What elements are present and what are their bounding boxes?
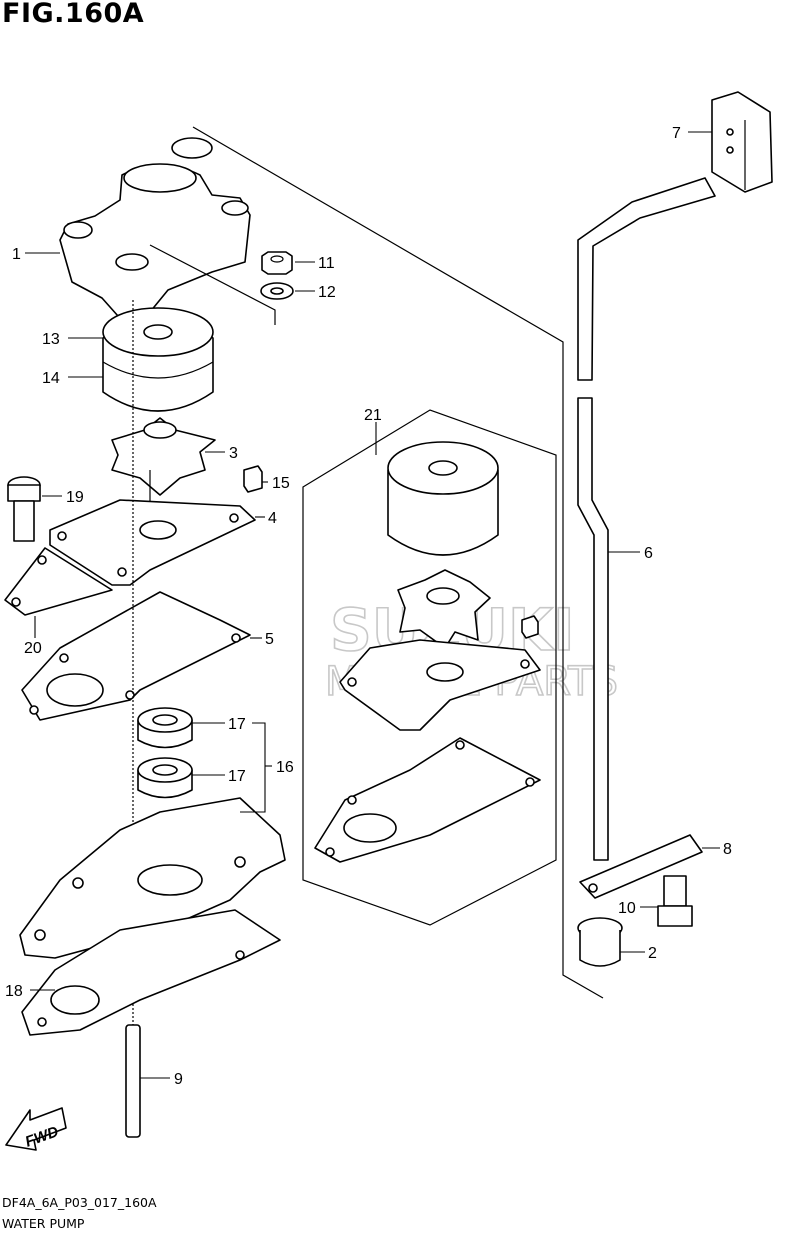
bolt-19[interactable] (7, 476, 41, 542)
callout-2: 2 (648, 945, 657, 962)
kit-liner[interactable] (387, 441, 499, 556)
callout-8: 8 (723, 841, 732, 858)
callout-6: 6 (644, 545, 653, 562)
stud-9[interactable] (125, 1024, 141, 1138)
grommet-7[interactable] (711, 91, 773, 193)
leader-lines (25, 131, 720, 1079)
kit-plate[interactable] (339, 639, 541, 731)
seal-17-lower[interactable] (137, 757, 193, 799)
callout-7: 7 (672, 125, 681, 142)
callout-4: 4 (268, 510, 277, 527)
callout-18: 18 (5, 983, 23, 1000)
callout-11: 11 (318, 255, 335, 272)
gasket-5[interactable] (21, 591, 251, 721)
callout-17b: 17 (228, 768, 246, 785)
nut-11[interactable] (261, 251, 293, 275)
gasket-20[interactable] (4, 547, 113, 616)
callout-10: 10 (618, 900, 636, 917)
kit-impeller[interactable] (397, 569, 491, 649)
callout-17a: 17 (228, 716, 246, 733)
callout-5: 5 (265, 631, 274, 648)
assembly-line-right (192, 126, 604, 999)
plate-4[interactable] (49, 499, 256, 586)
bolt-10[interactable] (657, 875, 693, 927)
kit-gasket[interactable] (314, 737, 541, 863)
callout-9: 9 (174, 1071, 183, 1088)
callout-15: 15 (272, 475, 290, 492)
impeller[interactable] (111, 417, 216, 505)
lower-case-16[interactable] (19, 797, 286, 959)
figure-title: FIG.160A (2, 0, 145, 29)
callout-13: 13 (42, 331, 60, 348)
diagram-code: DF4A_6A_P03_017_160A (2, 1195, 157, 1210)
clamp-8[interactable] (579, 834, 703, 899)
footer: DF4A_6A_P03_017_160A WATER PUMP (2, 1192, 157, 1234)
key-15[interactable] (243, 465, 263, 493)
callout-21: 21 (364, 407, 382, 424)
kit-key[interactable] (521, 615, 539, 639)
repair-kit-outline (302, 409, 557, 926)
gasket-18[interactable] (21, 909, 281, 1036)
seal-17-upper[interactable] (137, 707, 193, 749)
callout-1: 1 (12, 246, 21, 263)
callout-20: 20 (24, 640, 42, 657)
water-tube-6[interactable] (577, 177, 716, 861)
pump-case[interactable] (59, 137, 276, 325)
callout-16: 16 (276, 759, 294, 776)
callout-3: 3 (229, 445, 238, 462)
callout-numbers: 1 2 3 4 5 6 7 8 9 10 11 12 13 14 15 16 1… (5, 125, 732, 1088)
callout-12: 12 (318, 284, 336, 301)
callout-14: 14 (42, 370, 60, 387)
bushing-2[interactable] (577, 917, 623, 967)
diagram-name: WATER PUMP (2, 1216, 85, 1231)
callout-19: 19 (66, 489, 84, 506)
washer-12[interactable] (260, 282, 294, 300)
fwd-arrow: FWD (5, 1107, 67, 1151)
pump-liner[interactable] (102, 307, 214, 412)
